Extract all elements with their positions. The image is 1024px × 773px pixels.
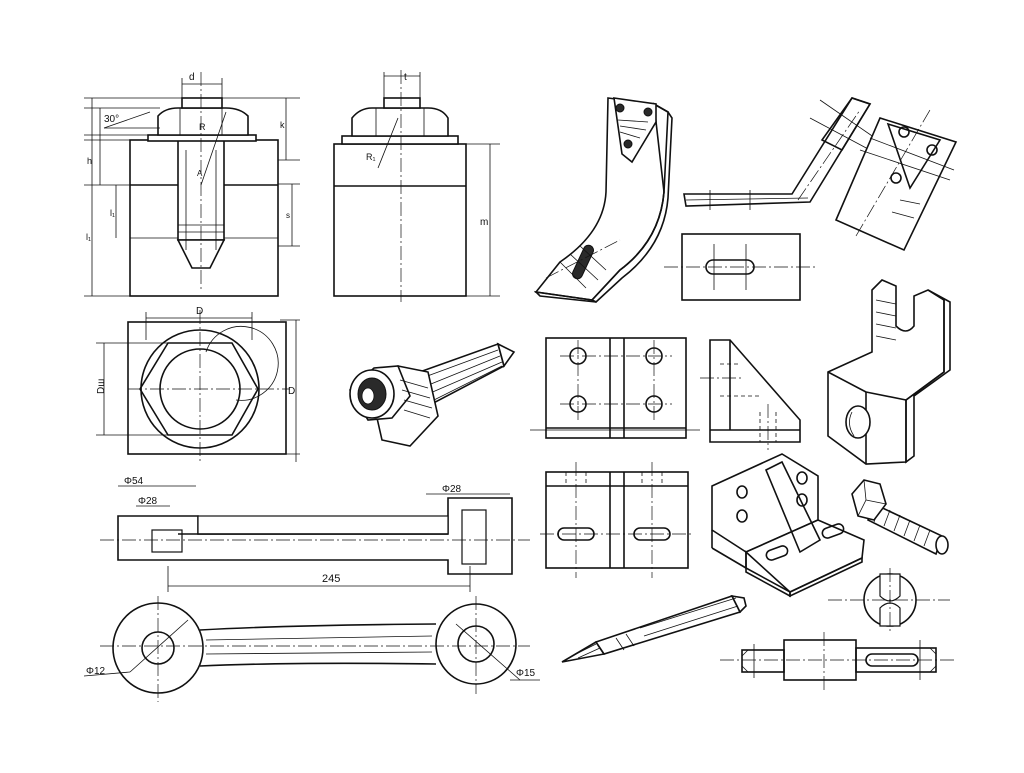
slotted-plate-front <box>540 462 694 578</box>
tilted-plate-isometric <box>834 109 958 252</box>
bolt-k-label: k <box>280 120 285 130</box>
angle-plate-front <box>530 337 700 439</box>
shaft-phi28-right-label: Φ28 <box>442 484 462 495</box>
hex-bolt-isometric <box>348 342 516 447</box>
keyed-shaft <box>720 632 956 690</box>
stepped-shaft-section: Φ54 Φ28 Φ28 245 <box>100 476 530 592</box>
lever-phi-left-label: Φ12 <box>86 666 106 677</box>
cap-top-label: t <box>404 72 407 83</box>
nut-width-label: D <box>196 306 203 317</box>
bolt-angle-label: 30° <box>104 114 119 125</box>
shaft-cross-section <box>828 568 950 632</box>
bolt-a-label: A <box>197 169 203 178</box>
ribbed-angle-bracket <box>711 453 865 598</box>
shaft-phi28-left-label: Φ28 <box>138 496 158 507</box>
fork-bracket-isometric <box>827 279 951 465</box>
nut-dw-label: Dш <box>96 379 107 394</box>
nut-plan-view: D Dш D <box>96 306 300 462</box>
shaft-length-label: 245 <box>322 573 340 585</box>
bolt-width-label: d <box>189 72 195 83</box>
bolt-radius-label: R <box>199 122 206 132</box>
cap-height-label: m <box>480 217 488 228</box>
angle-bracket-side <box>700 339 801 450</box>
nut-d-right-label: D <box>288 386 295 397</box>
pointed-shaft <box>561 594 747 663</box>
connecting-lever-plan: Φ12 Φ15 <box>83 596 540 702</box>
bolt-l1-label: l₁ <box>110 208 115 218</box>
bolt-s-label: s <box>286 211 290 220</box>
bolt-h-label: h <box>87 156 92 166</box>
shaft-phi54-label: Φ54 <box>124 476 144 487</box>
hex-bolt-section: d 30° R k h l₁ A s l₁ <box>84 72 300 297</box>
bent-bracket-isometric <box>533 97 673 303</box>
cap-radius-label: R₁ <box>366 152 376 162</box>
short-bolt-isometric <box>851 479 949 556</box>
bolt-total-label: l₁ <box>86 232 91 242</box>
lever-phi-right-label: Φ15 <box>516 668 536 679</box>
cap-screw-side-view: t R₁ m <box>333 70 500 302</box>
plate-with-slot <box>664 233 816 301</box>
bent-strip-isometric <box>683 97 879 210</box>
